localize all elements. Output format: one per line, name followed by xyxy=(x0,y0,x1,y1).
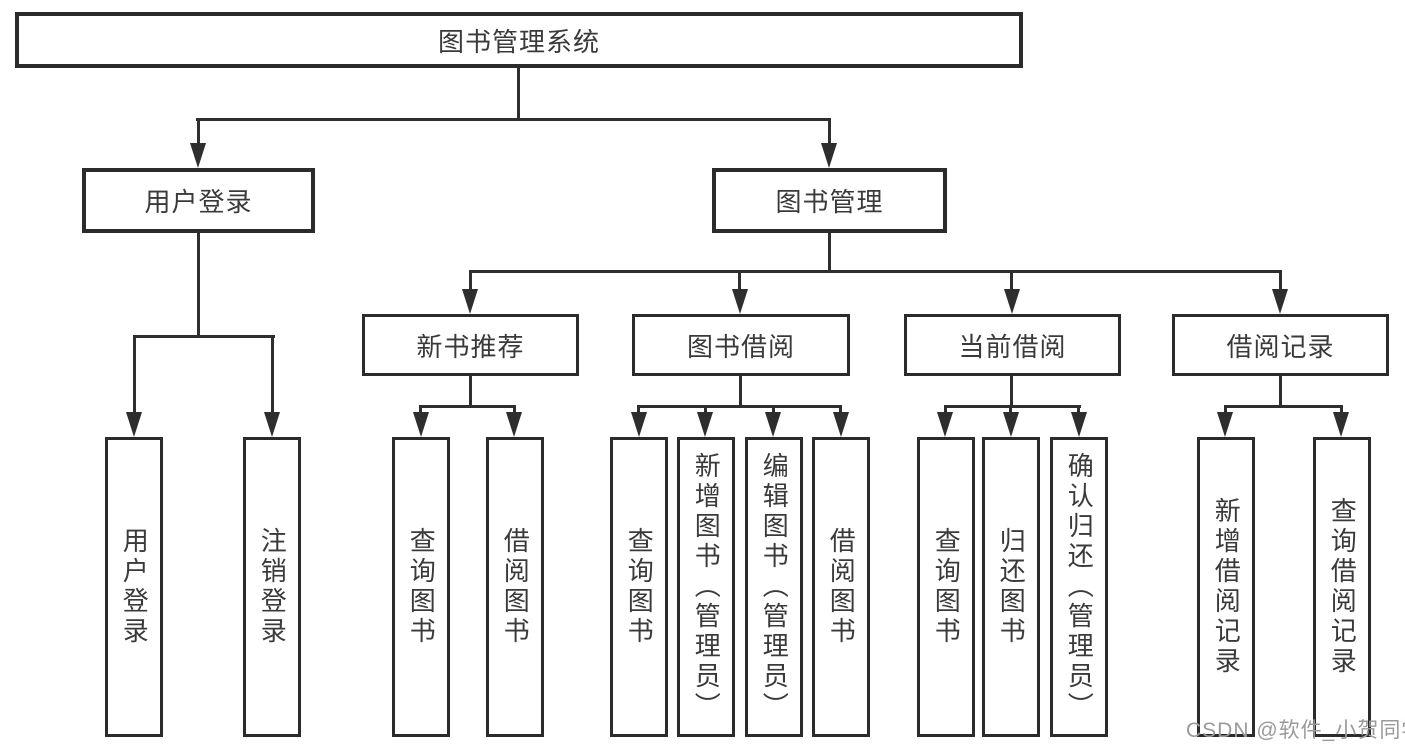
node-borrow-records: 借阅记录 xyxy=(1172,314,1389,376)
arrow-down-icon xyxy=(732,289,748,314)
node-book-borrow: 图书借阅 xyxy=(632,314,850,376)
arrow-down-icon xyxy=(190,143,206,168)
arrow-down-icon xyxy=(126,412,142,437)
leaf-borrow-books: 借阅图书 xyxy=(812,437,870,737)
leaf-edit-book-admin: 编辑图书（管理员） xyxy=(745,437,803,737)
connector-line xyxy=(1009,405,1012,416)
leaf-return-book: 归还图书 xyxy=(982,437,1040,737)
connector-line xyxy=(513,405,516,416)
connector-line xyxy=(944,405,947,416)
arrow-down-icon xyxy=(697,412,713,437)
connector-line xyxy=(517,68,520,120)
leaf-query-books-current: 查询图书 xyxy=(917,437,975,737)
node-user-login: 用户登录 xyxy=(82,168,315,233)
connector-line xyxy=(1077,405,1080,416)
leaf-borrow-books-recommend: 借阅图书 xyxy=(486,437,544,737)
connector-line xyxy=(419,405,422,416)
leaf-label: 编辑图书（管理员） xyxy=(759,452,790,722)
connector-line xyxy=(1010,270,1013,292)
connector-line xyxy=(133,335,136,416)
connector-line xyxy=(944,405,1081,408)
leaf-label: 查询借阅记录 xyxy=(1327,497,1358,677)
csdn-watermark: CSDN @软件_小贺同学 xyxy=(1186,719,1405,742)
leaf-query-books-recommend: 查询图书 xyxy=(392,437,450,737)
connector-line xyxy=(828,118,831,148)
leaf-query-borrow-record: 查询借阅记录 xyxy=(1313,437,1371,737)
connector-line xyxy=(1224,405,1227,416)
arrow-down-icon xyxy=(506,412,522,437)
leaf-add-borrow-record: 新增借阅记录 xyxy=(1197,437,1255,737)
connector-line xyxy=(469,376,472,408)
arrow-down-icon xyxy=(1071,412,1087,437)
leaf-label: 新增图书（管理员） xyxy=(691,452,722,722)
connector-line xyxy=(1340,405,1343,416)
connector-line xyxy=(469,270,472,292)
leaf-confirm-return-admin: 确认归还（管理员） xyxy=(1050,437,1108,737)
connector-line xyxy=(197,233,200,338)
leaf-label: 确认归还（管理员） xyxy=(1064,452,1095,722)
arrow-down-icon xyxy=(413,412,429,437)
leaf-query-books-borrow: 查询图书 xyxy=(610,437,668,737)
connector-line xyxy=(637,405,640,416)
leaf-label: 查询图书 xyxy=(406,527,437,647)
arrow-down-icon xyxy=(937,412,953,437)
node-book-management: 图书管理 xyxy=(712,168,947,233)
arrow-down-icon xyxy=(462,289,478,314)
leaf-label: 归还图书 xyxy=(996,527,1027,647)
connector-line xyxy=(772,405,775,416)
arrow-down-icon xyxy=(1004,289,1020,314)
connector-line xyxy=(1279,270,1282,292)
arrow-down-icon xyxy=(264,412,280,437)
connector-line xyxy=(1010,376,1013,408)
node-library-system: 图书管理系统 xyxy=(15,12,1023,68)
node-new-book-recommend: 新书推荐 xyxy=(362,314,579,376)
leaf-label: 注销登录 xyxy=(257,527,288,647)
connector-line xyxy=(1224,405,1343,408)
arrow-down-icon xyxy=(1003,412,1019,437)
node-current-borrow: 当前借阅 xyxy=(904,314,1121,376)
connector-line xyxy=(469,270,1282,273)
connector-line xyxy=(739,376,742,408)
arrow-down-icon xyxy=(833,412,849,437)
arrow-down-icon xyxy=(1217,412,1233,437)
arrow-down-icon xyxy=(821,143,837,168)
leaf-logout: 注销登录 xyxy=(243,437,301,737)
connector-line xyxy=(738,270,741,292)
connector-line xyxy=(271,335,274,416)
leaf-add-book-admin: 新增图书（管理员） xyxy=(677,437,735,737)
leaf-label: 借阅图书 xyxy=(500,527,531,647)
leaf-user-login: 用户登录 xyxy=(105,437,163,737)
connector-line xyxy=(828,233,831,273)
connector-line xyxy=(133,335,275,338)
connector-line xyxy=(1279,376,1282,408)
arrow-down-icon xyxy=(765,412,781,437)
leaf-label: 查询图书 xyxy=(931,527,962,647)
leaf-label: 用户登录 xyxy=(119,527,150,647)
arrow-down-icon xyxy=(1333,412,1349,437)
connector-line xyxy=(638,405,842,408)
connector-line xyxy=(704,405,707,416)
connector-line xyxy=(419,405,516,408)
arrow-down-icon xyxy=(1272,289,1288,314)
leaf-label: 借阅图书 xyxy=(826,527,857,647)
arrow-down-icon xyxy=(631,412,647,437)
connector-line xyxy=(839,405,842,416)
connector-line xyxy=(196,118,831,121)
connector-line xyxy=(197,118,200,148)
leaf-label: 查询图书 xyxy=(624,527,655,647)
leaf-label: 新增借阅记录 xyxy=(1211,497,1242,677)
